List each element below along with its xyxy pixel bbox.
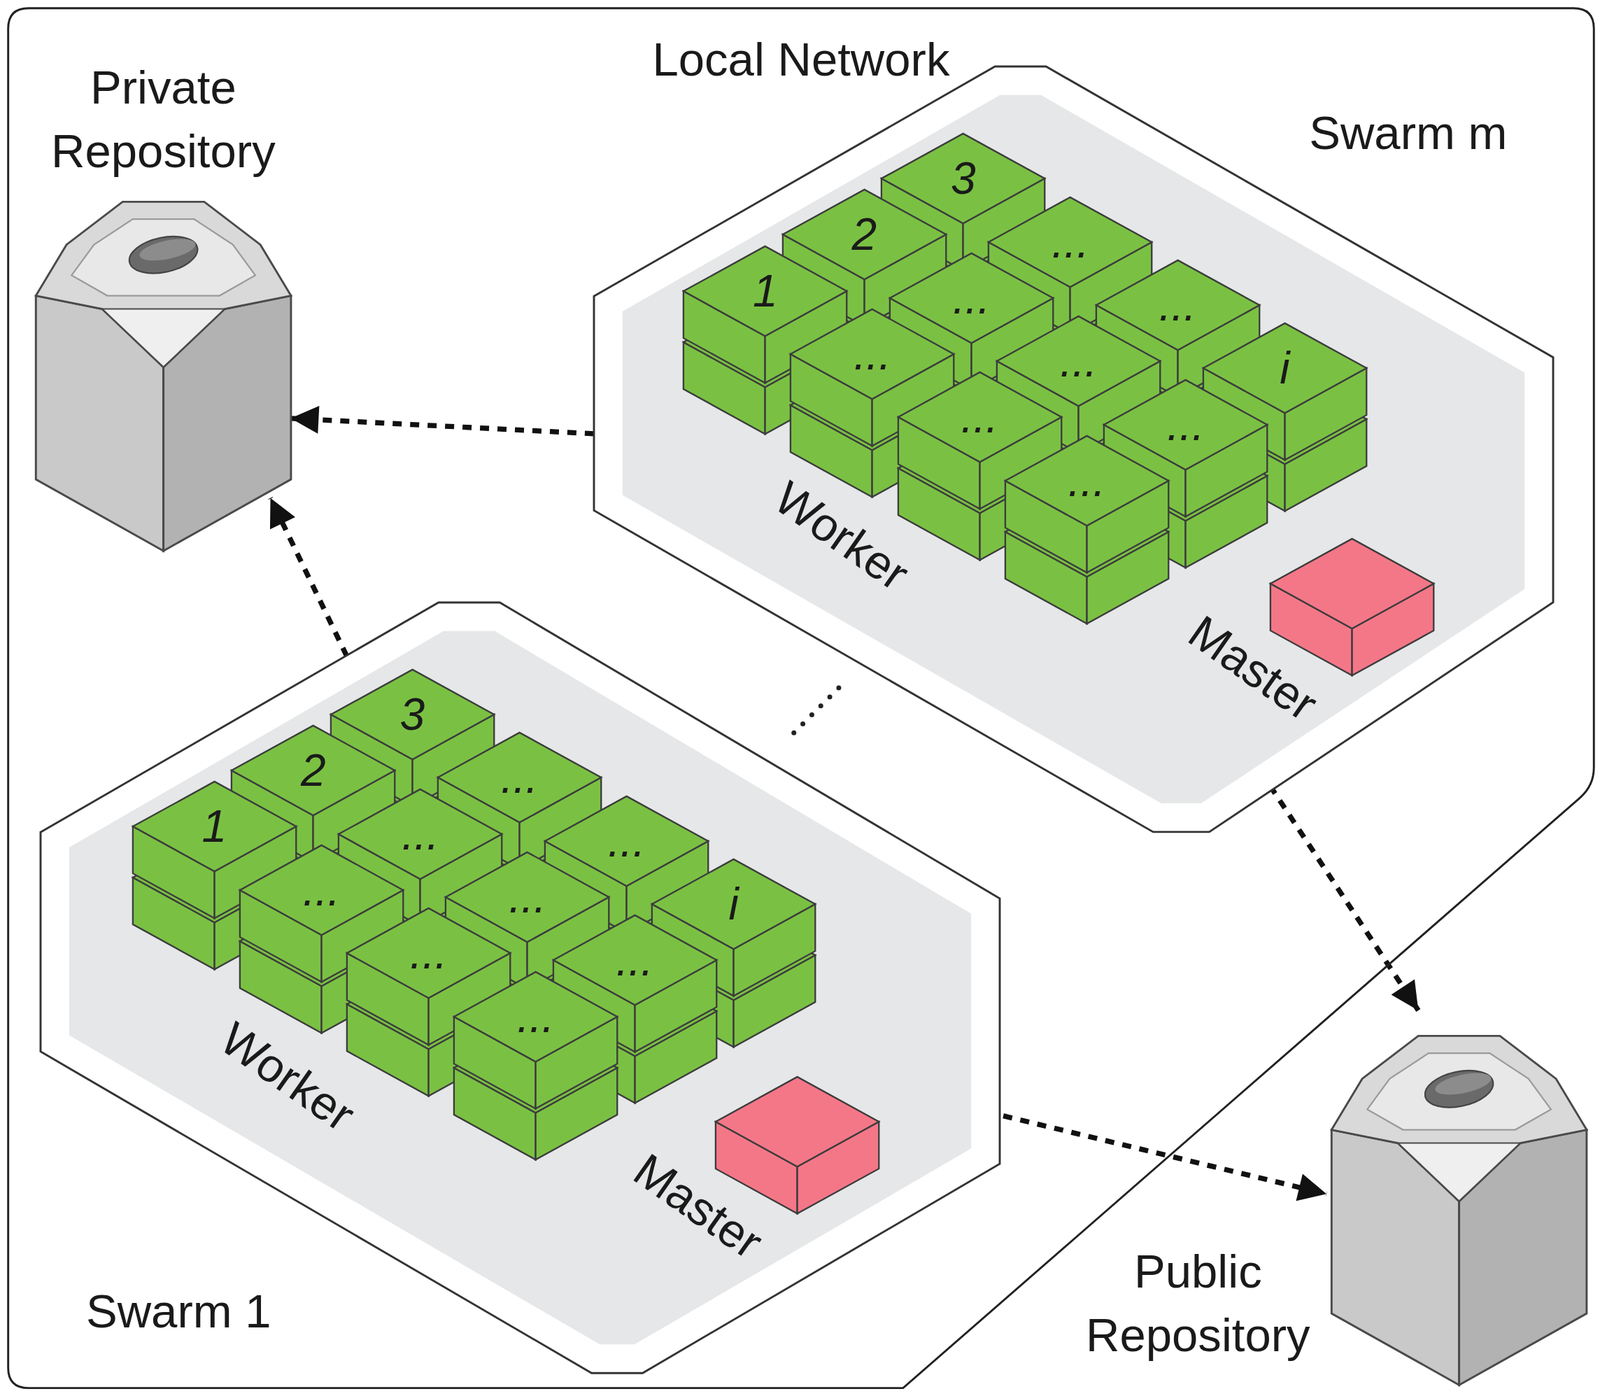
node-label: ... <box>344 905 513 1000</box>
worker-box: ... <box>451 969 620 1164</box>
node-label: Local Network <box>652 27 950 91</box>
dashed-arrow <box>1269 785 1419 1011</box>
node-label: ... <box>896 370 1064 464</box>
repo-graphic <box>30 198 296 556</box>
node-label: ... <box>1003 433 1171 528</box>
swarm-hexagon <box>593 66 1554 832</box>
node-label: 1 <box>681 244 849 338</box>
repository-top <box>1331 1035 1587 1201</box>
swarm-region: Swarm m123...............i.........Maste… <box>593 66 1554 832</box>
continuation-dot <box>836 685 841 691</box>
master-box: Master <box>1268 536 1436 680</box>
node-label: Public Repository <box>1069 1239 1328 1367</box>
repository-slot <box>1421 1064 1497 1114</box>
box-top <box>1270 538 1434 629</box>
repository-facet <box>1397 1143 1521 1202</box>
dashed-arrow <box>968 1107 1327 1194</box>
repository-lid <box>71 219 256 296</box>
repository-node: Public Repository <box>1326 1032 1592 1390</box>
master-box: Master <box>713 1074 881 1218</box>
swarm-hexagon <box>40 602 1000 1373</box>
node-label: ... <box>237 843 406 937</box>
continuation-dot <box>800 721 806 727</box>
repo-graphic <box>1326 1032 1592 1390</box>
continuation-dot <box>827 694 833 699</box>
repository-slot <box>125 230 201 280</box>
repository-top <box>35 202 292 368</box>
network-boundary <box>8 8 1595 1389</box>
dashed-arrow <box>290 418 594 434</box>
repository-slot <box>1433 1068 1493 1100</box>
dashed-arrow <box>270 498 348 657</box>
worker-box: ... <box>1003 433 1171 628</box>
node-label: Private Repository <box>20 55 306 183</box>
repository-lid <box>1367 1052 1552 1130</box>
node-label: ... <box>788 307 956 401</box>
node-label: Swarm m <box>1308 100 1507 165</box>
repository-slot <box>137 235 198 266</box>
swarm-ground <box>622 95 1525 804</box>
node-label: 1 <box>130 779 299 874</box>
continuation-dot <box>791 730 797 736</box>
continuation-dot <box>809 712 815 718</box>
node-label: ... <box>451 969 620 1064</box>
repository-facet <box>102 309 225 368</box>
swarm-ground <box>69 630 972 1344</box>
node-label: Swarm 1 <box>86 1279 272 1344</box>
swarm-region: Swarm 1123...............i.........Maste… <box>40 602 1000 1373</box>
repository-node: Private Repository <box>30 198 296 556</box>
continuation-dot <box>818 703 824 709</box>
box-top <box>714 1076 879 1167</box>
